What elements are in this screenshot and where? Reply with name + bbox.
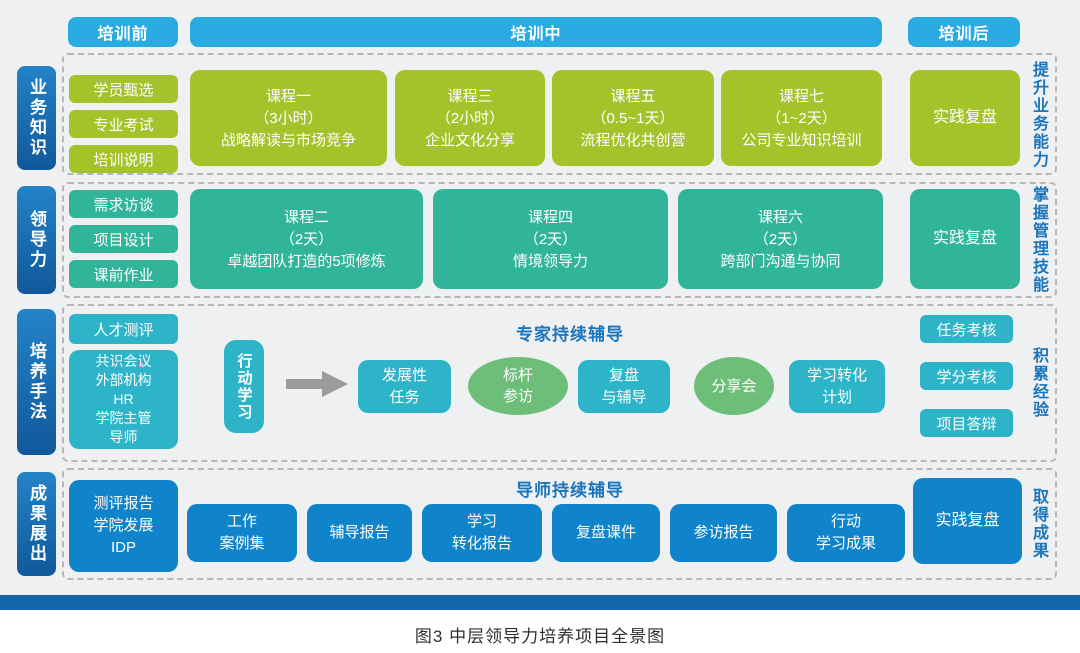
assessment-pill-defense: 项目答辩 bbox=[920, 409, 1013, 437]
goal-label-leadership: 掌握管理技能 bbox=[1030, 186, 1047, 294]
course-name: 流程优化共创营 bbox=[580, 131, 686, 149]
course-name: 公司专业知识培训 bbox=[741, 131, 862, 149]
prep-pill-pre-class-homework: 课前作业 bbox=[69, 260, 178, 288]
output-box-action-learning-results: 行动 学习成果 bbox=[787, 504, 905, 562]
row-label-business: 业务知识 bbox=[17, 66, 56, 170]
prep-pill-needs-interview: 需求访谈 bbox=[69, 190, 178, 218]
output-box-work-cases: 工作 案例集 bbox=[187, 504, 297, 562]
course-box-1: 课程一 （3小时） 战略解读与市场竞争 bbox=[190, 70, 387, 166]
learning-transfer-plan-box: 学习转化 计划 bbox=[789, 360, 885, 413]
phase-pill-during: 培训中 bbox=[190, 17, 882, 47]
phase-pill-pre: 培训前 bbox=[68, 17, 178, 47]
course-duration: （2天） bbox=[279, 230, 334, 248]
assessment-report-box: 测评报告 学院发展 IDP bbox=[69, 480, 178, 572]
course-duration: （1~2天） bbox=[766, 109, 837, 127]
course-duration: （2天） bbox=[523, 230, 578, 248]
course-box-3: 课程三 （2小时） 企业文化分享 bbox=[395, 70, 545, 166]
section-leadership-frame bbox=[62, 182, 1057, 298]
course-title: 课程二 bbox=[283, 208, 329, 226]
mentor-coaching-header: 导师持续辅导 bbox=[516, 481, 624, 500]
talent-assessment-pill: 人才测评 bbox=[69, 314, 178, 344]
row-label-leadership: 领导力 bbox=[17, 186, 56, 294]
practice-review-box-outputs: 实践复盘 bbox=[913, 478, 1022, 564]
consensus-meeting-box: 共识会议 外部机构 HR 学院主管 导师 bbox=[69, 350, 178, 449]
course-name: 卓越团队打造的5项修炼 bbox=[227, 252, 386, 270]
course-duration: （3小时） bbox=[254, 109, 323, 127]
course-box-6: 课程六 （2天） 跨部门沟通与协同 bbox=[678, 189, 883, 289]
action-learning-pill: 行动学习 bbox=[224, 340, 264, 433]
course-title: 课程三 bbox=[447, 87, 493, 105]
course-duration: （2小时） bbox=[435, 109, 505, 127]
prep-pill-training-brief: 培训说明 bbox=[69, 145, 178, 173]
phase-pill-post: 培训后 bbox=[908, 17, 1020, 47]
review-coaching-box: 复盘 与辅导 bbox=[578, 360, 670, 413]
course-box-7: 课程七 （1~2天） 公司专业知识培训 bbox=[721, 70, 882, 166]
bottom-divider-bar bbox=[0, 595, 1080, 610]
course-name: 情境领导力 bbox=[512, 252, 588, 270]
course-title: 课程五 bbox=[610, 87, 656, 105]
arrow-right-icon bbox=[286, 368, 348, 400]
row-label-methods: 培养手法 bbox=[17, 309, 56, 455]
assessment-pill-credit: 学分考核 bbox=[920, 362, 1013, 390]
course-box-5: 课程五 （0.5~1天） 流程优化共创营 bbox=[552, 70, 714, 166]
expert-coaching-header: 专家持续辅导 bbox=[516, 325, 624, 344]
course-duration: （2天） bbox=[753, 230, 808, 248]
sharing-session-ellipse: 分享会 bbox=[694, 357, 774, 415]
developmental-task-box: 发展性 任务 bbox=[358, 360, 451, 413]
output-box-visit-report: 参访报告 bbox=[670, 504, 777, 562]
section-outputs-frame bbox=[62, 468, 1057, 580]
output-box-transfer-report: 学习 转化报告 bbox=[422, 504, 542, 562]
course-name: 战略解读与市场竞争 bbox=[220, 131, 356, 149]
course-title: 课程一 bbox=[265, 87, 311, 105]
prep-pill-student-selection: 学员甄选 bbox=[69, 75, 178, 103]
course-duration: （0.5~1天） bbox=[591, 109, 675, 127]
course-title: 课程七 bbox=[778, 87, 824, 105]
section-business-frame bbox=[62, 53, 1057, 175]
goal-label-methods: 积累经验 bbox=[1030, 347, 1047, 419]
section-methods-frame bbox=[62, 304, 1057, 462]
practice-review-box-business: 实践复盘 bbox=[910, 70, 1020, 166]
goal-label-outputs: 取得成果 bbox=[1030, 488, 1047, 560]
course-name: 企业文化分享 bbox=[424, 131, 515, 149]
goal-label-business: 提升业务能力 bbox=[1030, 61, 1047, 169]
row-label-outputs: 成果展出 bbox=[17, 472, 56, 576]
course-title: 课程四 bbox=[527, 208, 573, 226]
course-name: 跨部门沟通与协同 bbox=[720, 252, 841, 270]
benchmark-visit-ellipse: 标杆 参访 bbox=[468, 357, 568, 415]
figure-caption: 图3 中层领导力培养项目全景图 bbox=[414, 627, 666, 646]
course-box-4: 课程四 （2天） 情境领导力 bbox=[433, 189, 668, 289]
practice-review-box-leadership: 实践复盘 bbox=[910, 189, 1020, 289]
course-box-2: 课程二 （2天） 卓越团队打造的5项修炼 bbox=[190, 189, 423, 289]
prep-pill-project-design: 项目设计 bbox=[69, 225, 178, 253]
course-title: 课程六 bbox=[757, 208, 803, 226]
assessment-pill-task: 任务考核 bbox=[920, 315, 1013, 343]
output-box-review-courseware: 复盘课件 bbox=[552, 504, 660, 562]
prep-pill-professional-exam: 专业考试 bbox=[69, 110, 178, 138]
output-box-coaching-report: 辅导报告 bbox=[307, 504, 412, 562]
